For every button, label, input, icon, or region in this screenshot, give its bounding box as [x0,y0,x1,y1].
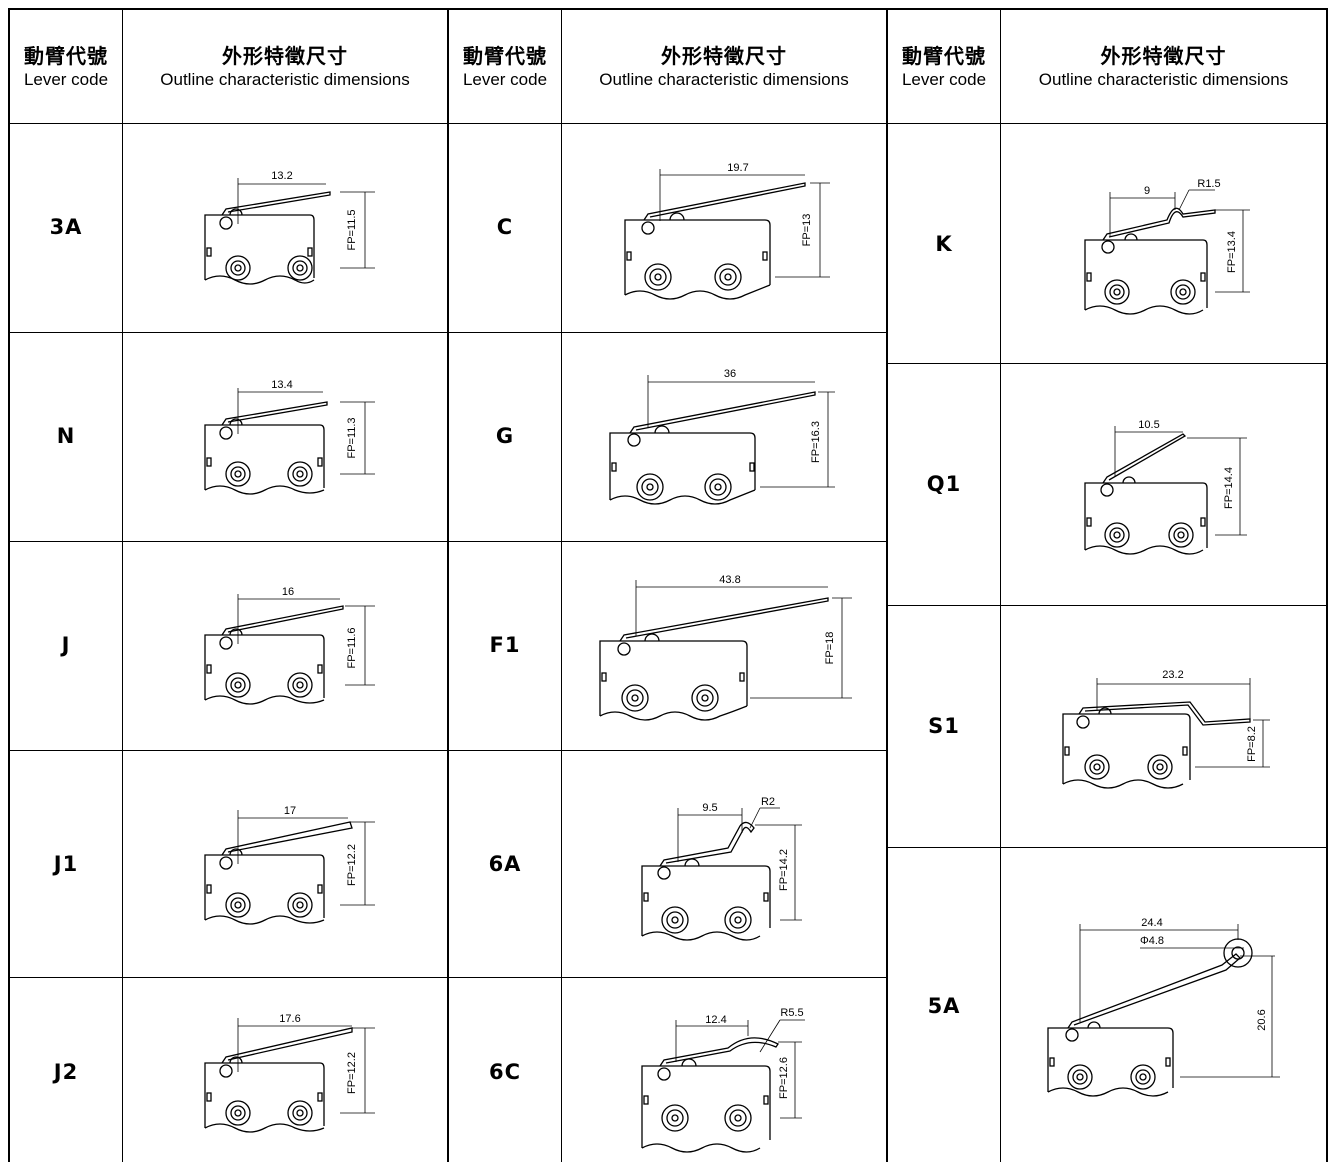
lever-code: F1 [489,633,521,657]
length-label: 10.5 [1138,419,1159,431]
length-label: 9 [1144,185,1150,197]
fp-label: FP=12.2 [346,844,358,886]
switch-drawing-c: 19.7 FP=13 [624,162,830,300]
switch-drawing-6a: 9.5 R2 FP=14.2 [641,796,802,941]
header-outline-en: Outline characteristic dimensions [160,70,410,89]
lever-code: G [495,424,515,448]
length-label: 17 [284,805,296,817]
length-label: 13.4 [271,379,292,391]
length-label: 24.4 [1141,917,1162,929]
header-lever-code-cn: 動臂代號 [902,44,986,68]
length-label: 12.4 [705,1014,726,1026]
header-outline-cn: 外形特徵尺寸 [661,44,787,68]
header-outline-en: Outline characteristic dimensions [1038,70,1289,89]
switch-drawing-6c: 12.4 R5.5 FP=12.6 [641,1007,805,1153]
fp-label: FP=13 [801,214,813,247]
length-label: 17.6 [279,1013,300,1025]
header-outline-cn: 外形特徵尺寸 [1100,44,1227,68]
fp-label: FP=13.4 [1226,231,1238,273]
lever-code: N [56,424,76,448]
fp-label: FP=11.5 [346,209,358,250]
length-label: 43.8 [719,574,740,586]
fp-label: FP=12.6 [778,1057,790,1099]
switch-drawing-j: 16 FP=11.6 [204,586,375,705]
fp-label: FP=11.6 [346,627,358,668]
lever-code: 5A [927,994,961,1018]
switch-drawing-q1: 10.5 FP=14.4 [1084,419,1247,555]
switch-drawing-j1: 17 FP=12.2 [204,805,375,925]
lever-code: 6A [488,852,522,876]
length-label: 19.7 [727,162,748,174]
lever-code: 3A [49,215,83,239]
radius-label: R5.5 [780,1007,803,1019]
lever-code: S1 [928,714,960,738]
header-lever-code-en: Lever code [462,70,548,89]
switch-drawing-f1: 43.8 FP=18 [599,574,852,721]
header-lever-code-en: Lever code [23,70,109,89]
lever-code: C [496,215,514,239]
lever-code: 6C [488,1060,522,1084]
radius-label: R1.5 [1197,178,1220,190]
lever-code: K [935,232,953,256]
header-outline-en: Outline characteristic dimensions [599,70,849,89]
length-label: 16 [282,586,294,598]
fp-label: FP=8.2 [1246,726,1258,762]
diameter-label: Φ4.8 [1140,935,1164,947]
length-label: 36 [724,368,736,380]
lever-code: J1 [53,852,79,876]
header-outline-cn: 外形特徵尺寸 [222,44,348,68]
switch-drawing-s1: 23.2 FP=8.2 [1062,669,1270,789]
length-label: 23.2 [1162,669,1183,681]
length-label: 13.2 [271,170,292,182]
switch-drawing-g: 36 FP=16.3 [609,368,835,505]
switch-drawing-j2: 17.6 FP=12.2 [204,1013,375,1133]
switch-drawing-n: 13.4 FP=11.3 [204,379,375,495]
height-label: 20.6 [1256,1009,1268,1030]
header-lever-code-en: Lever code [901,70,987,89]
lever-code: J [61,633,71,657]
switch-drawing-k: 9 R1.5 FP=13.4 [1084,178,1250,315]
radius-label: R2 [761,796,775,808]
switch-drawing-5a: 24.4 Φ4.8 20.6 [1047,917,1280,1097]
header-lever-code-cn: 動臂代號 [463,44,547,68]
fp-label: FP=16.3 [810,421,822,463]
fp-label: FP=14.2 [778,849,790,891]
fp-label: FP=14.4 [1223,467,1235,509]
fp-label: FP=11.3 [346,417,358,458]
header-lever-code-cn: 動臂代號 [24,44,108,68]
fp-label: FP=18 [824,632,836,665]
lever-code: Q1 [926,472,962,496]
fp-label: FP=12.2 [346,1052,358,1094]
length-label: 9.5 [702,802,717,814]
switch-drawing-3a: 13.2 FP=11.5 [204,170,375,285]
lever-code: J2 [53,1060,79,1084]
